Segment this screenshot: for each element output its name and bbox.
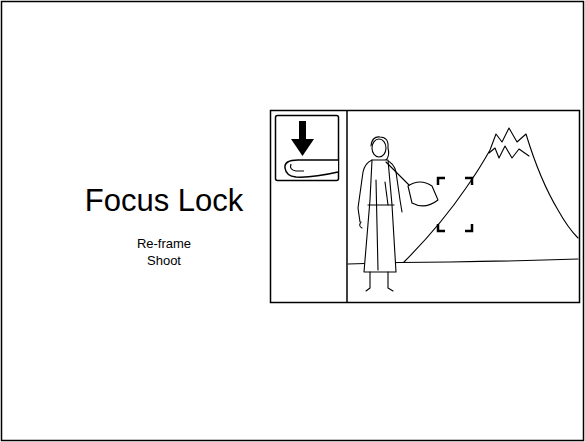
step-label: Re-frame	[84, 236, 244, 252]
slide-title: Focus Lock	[44, 183, 284, 219]
panel-divider	[346, 111, 348, 303]
focus-brackets	[438, 178, 472, 231]
step-label: Shoot	[84, 253, 244, 269]
panel-frame	[271, 111, 580, 303]
shutter-icon	[276, 116, 339, 181]
viewfinder-scene	[348, 128, 578, 291]
